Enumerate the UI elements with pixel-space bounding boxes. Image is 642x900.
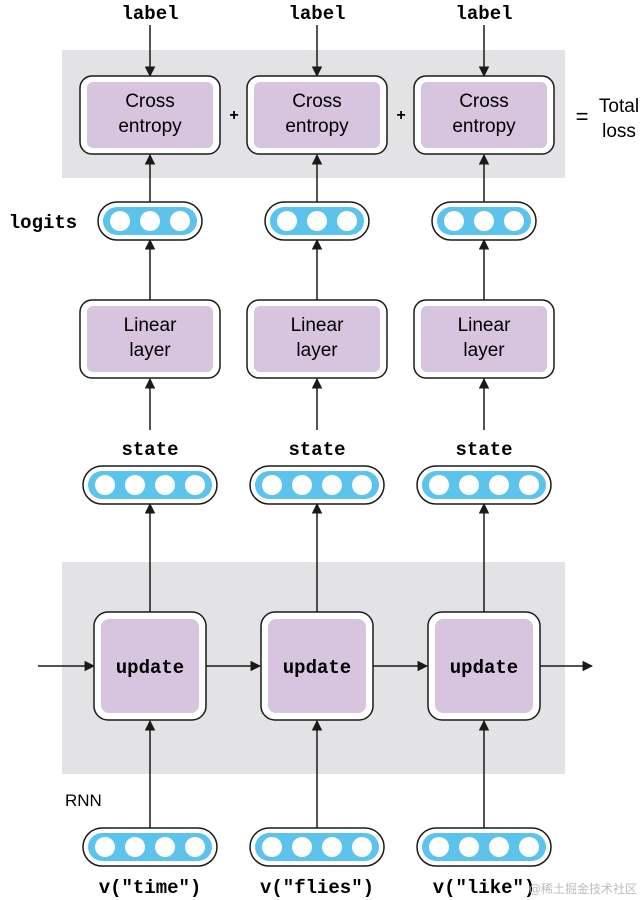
input-label-2: v("flies") <box>260 877 374 899</box>
cross-entropy-label-3: Cross entropy <box>452 91 516 137</box>
vector-element-dot <box>322 475 342 495</box>
vector-element-dot <box>429 837 449 857</box>
cross-entropy-label-3-line-1: Cross <box>459 91 509 112</box>
plus-sign-2: + <box>396 107 405 124</box>
vector-element-dot <box>262 837 282 857</box>
rnn-label: RNN <box>65 791 102 810</box>
vector-element-dot <box>489 475 509 495</box>
vector-element-dot <box>519 475 539 495</box>
cross-entropy-block-1: Cross entropy <box>79 75 221 155</box>
equals-sign: = <box>576 104 589 129</box>
logits-vector-2 <box>264 201 370 241</box>
vector-element-dot <box>459 475 479 495</box>
vector-element-dot <box>489 837 509 857</box>
linear-layer-label-3: Linear layer <box>458 315 511 361</box>
cross-entropy-block-3: Cross entropy <box>413 75 555 155</box>
linear-layer-block-2: Linear layer <box>246 299 388 379</box>
logits-label: logits <box>9 212 77 234</box>
vector-element-dot <box>125 475 145 495</box>
label-text-2: label <box>288 3 345 25</box>
vector-element-dot <box>125 837 145 857</box>
cross-entropy-label-2: Cross entropy <box>285 91 349 137</box>
total-loss-label-line-1: Total <box>599 96 639 117</box>
linear-layer-label-3-line-2: layer <box>463 340 505 361</box>
update-label-2: update <box>283 657 351 679</box>
vector-fill <box>88 833 212 861</box>
vector-element-dot <box>185 837 205 857</box>
vector-element-dot <box>307 211 327 231</box>
vector-element-dot <box>352 837 372 857</box>
update-label-1: update <box>116 657 184 679</box>
update-block-3: update <box>427 611 541 721</box>
vector-element-dot <box>322 837 342 857</box>
update-block-2: update <box>260 611 374 721</box>
state-vector-3 <box>416 465 552 505</box>
linear-layer-block-3: Linear layer <box>413 299 555 379</box>
vector-element-dot <box>155 475 175 495</box>
linear-layer-label-2-line-2: layer <box>296 340 338 361</box>
total-loss-label-line-2: loss <box>602 121 636 142</box>
cross-entropy-block-2: Cross entropy <box>246 75 388 155</box>
vector-fill <box>88 471 212 499</box>
vector-element-dot <box>519 837 539 857</box>
plus-sign-1: + <box>229 107 238 124</box>
vector-element-dot <box>337 211 357 231</box>
vector-fill <box>255 471 379 499</box>
vector-element-dot <box>444 211 464 231</box>
linear-layer-label-3-line-1: Linear <box>458 315 511 336</box>
state-vector-2 <box>249 465 385 505</box>
linear-layer-label-1-line-2: layer <box>129 340 171 361</box>
logits-vector-3 <box>431 201 537 241</box>
input-vector-3 <box>416 827 552 867</box>
label-text-1: label <box>121 3 178 25</box>
input-label-3: v("like") <box>433 877 536 899</box>
input-label-1: v("time") <box>99 877 202 899</box>
vector-element-dot <box>474 211 494 231</box>
linear-layer-label-1: Linear layer <box>124 315 177 361</box>
state-label-3: state <box>455 439 512 461</box>
update-block-1: update <box>93 611 207 721</box>
vector-fill <box>422 471 546 499</box>
label-text-3: label <box>455 3 512 25</box>
input-vector-2 <box>249 827 385 867</box>
vector-element-dot <box>170 211 190 231</box>
vector-element-dot <box>155 837 175 857</box>
input-vector-1 <box>82 827 218 867</box>
vector-fill <box>255 833 379 861</box>
total-loss-label: Total loss <box>599 96 639 142</box>
cross-entropy-label-1-line-1: Cross <box>125 91 175 112</box>
cross-entropy-label-3-line-2: entropy <box>452 116 516 137</box>
linear-layer-label-2-line-1: Linear <box>291 315 344 336</box>
cross-entropy-label-1-line-2: entropy <box>118 116 182 137</box>
linear-layer-block-1: Linear layer <box>79 299 221 379</box>
cross-entropy-label-2-line-1: Cross <box>292 91 342 112</box>
state-vector-1 <box>82 465 218 505</box>
vector-element-dot <box>429 475 449 495</box>
state-label-1: state <box>121 439 178 461</box>
update-label-3: update <box>450 657 518 679</box>
vector-element-dot <box>262 475 282 495</box>
vector-element-dot <box>459 837 479 857</box>
vector-element-dot <box>95 837 115 857</box>
watermark: @稀土掘金技术社区 <box>529 881 637 896</box>
vector-element-dot <box>504 211 524 231</box>
vector-fill <box>422 833 546 861</box>
vector-element-dot <box>277 211 297 231</box>
linear-layer-label-1-line-1: Linear <box>124 315 177 336</box>
vector-element-dot <box>110 211 130 231</box>
vector-element-dot <box>185 475 205 495</box>
linear-layer-label-2: Linear layer <box>291 315 344 361</box>
vector-element-dot <box>292 837 312 857</box>
logits-vector-1 <box>97 201 203 241</box>
cross-entropy-label-2-line-2: entropy <box>285 116 349 137</box>
state-label-2: state <box>288 439 345 461</box>
cross-entropy-label-1: Cross entropy <box>118 91 182 137</box>
vector-element-dot <box>95 475 115 495</box>
vector-element-dot <box>292 475 312 495</box>
vector-element-dot <box>352 475 372 495</box>
vector-element-dot <box>140 211 160 231</box>
